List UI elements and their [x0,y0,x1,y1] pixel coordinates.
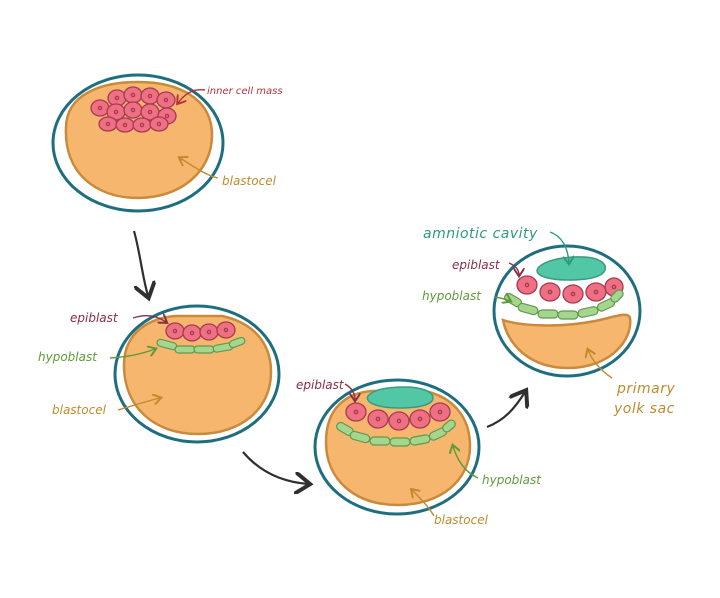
stage4-yolk-pointer [588,350,613,379]
stage4-yolk-label-2: yolk sac [613,401,675,417]
stage3-blastocoel-label: blastocel [434,513,489,527]
stage1-inner-cell-mass [90,86,177,133]
stage3-blastocyst: epiblast hypoblast blastocel [296,378,542,527]
stage1-icm-pointer [178,88,206,103]
stage2-blastocyst: epiblast hypoblast blastocel [38,304,281,444]
stage4-yolk-label-1: primary [616,381,676,397]
stage4-hypoblast-label: hypoblast [422,289,482,303]
stage4-blastocyst: amniotic cavity epiblast hypoblast prima… [422,226,676,417]
stage3-hypoblast-pointer [453,446,479,479]
stage4-yolk-sac [501,313,632,370]
arrow-stage3-to-stage4 [486,392,525,429]
stage2-blastocoel-pointer [117,398,160,411]
stage3-hypoblast [336,419,456,447]
stage4-epiblast-label: epiblast [452,258,501,272]
stage2-epiblast [165,321,236,342]
stage3-epiblast-label: epiblast [296,378,345,392]
stage2-hypoblast-label: hypoblast [38,350,98,364]
arrow-stage1-to-stage2 [132,230,148,296]
stage4-amniotic-label: amniotic cavity [423,226,538,242]
stage2-epiblast-pointer [132,316,166,322]
stage1-blastocyst: inner cell mass blastocel [51,73,283,213]
stage2-blastocoel-label: blastocel [52,403,107,417]
stage2-hypoblast-pointer [109,349,155,359]
stage3-blastocoel-pointer [412,490,435,517]
stage3-epiblast-pointer [344,383,355,400]
stage4-hypoblast-pointer [493,297,510,301]
arrow-stage2-to-stage3 [242,451,308,484]
stage1-blastocoel-pointer [180,158,219,179]
stage1-blastocoel-label: blastocel [222,174,277,188]
stage3-epiblast [345,402,451,431]
stage4-hypoblast [504,289,624,320]
stage1-icm-label: inner cell mass [207,86,283,97]
stage4-epiblast-pointer [508,262,519,275]
stage2-hypoblast [156,336,246,354]
stage3-amniotic-cavity [366,386,434,409]
stage3-hypoblast-label: hypoblast [482,473,542,487]
stage4-amniotic-pointer [549,231,569,263]
stage2-epiblast-label: epiblast [70,311,119,325]
